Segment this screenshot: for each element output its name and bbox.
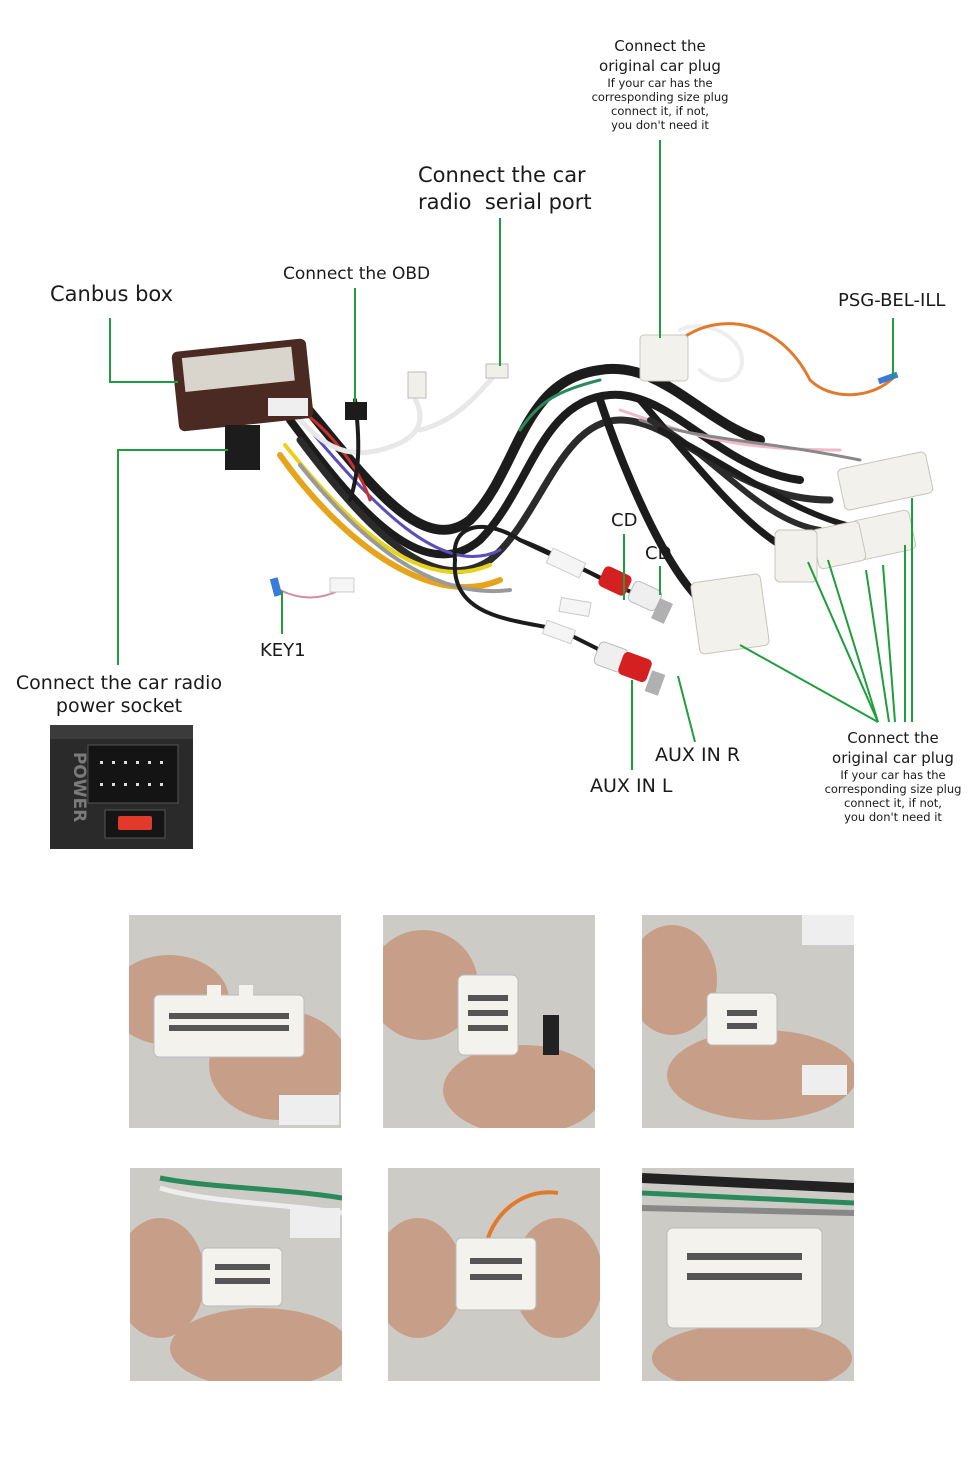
top-plug-title-line2: original car plug bbox=[599, 57, 721, 75]
canbus-box bbox=[171, 338, 314, 470]
connector-photo-3 bbox=[642, 915, 854, 1128]
power-socket-line1: Connect the car radio bbox=[15, 672, 223, 694]
wiring-harness-diagram bbox=[109, 140, 934, 770]
canbus-box-label: Canbus box bbox=[50, 282, 174, 306]
power-photo-text: POWER bbox=[69, 752, 89, 822]
right-car-plugs bbox=[690, 451, 934, 655]
aux-in-r-label: AUX IN R bbox=[655, 744, 741, 766]
connector-photo-2 bbox=[383, 915, 595, 1128]
connector-photo-6 bbox=[642, 1168, 854, 1381]
top-plug-note-line2: corresponding size plug bbox=[591, 90, 729, 104]
key1-label: KEY1 bbox=[260, 640, 306, 661]
right-plug-note-line4: you don't need it bbox=[844, 810, 942, 824]
power-socket-photo: POWER bbox=[50, 725, 193, 849]
right-plug-note-line3: connect it, if not, bbox=[844, 796, 942, 810]
top-car-plug bbox=[639, 334, 689, 382]
cd-label-1: CD bbox=[611, 510, 638, 531]
top-plug-note-line1: If your car has the bbox=[607, 76, 713, 90]
obd-connector bbox=[345, 402, 367, 420]
power-socket-line2: power socket bbox=[55, 695, 183, 717]
connect-obd-label: Connect the OBD bbox=[283, 264, 431, 284]
connector-photo-1 bbox=[129, 915, 341, 1128]
right-plug-title-line2: original car plug bbox=[832, 749, 954, 767]
rca-plugs bbox=[593, 566, 673, 696]
serial-port-connector bbox=[485, 363, 509, 379]
serial-port-label-line2: radio serial port bbox=[418, 190, 592, 214]
key1-connector bbox=[269, 577, 283, 597]
connector-photo-4 bbox=[130, 1168, 342, 1381]
leader-lines bbox=[109, 140, 913, 770]
serial-port-label-line1: Connect the car bbox=[418, 163, 586, 187]
right-plug-title-line1: Connect the bbox=[847, 729, 939, 747]
power-socket-label: Connect the car radio power socket bbox=[10, 672, 228, 718]
top-plug-label: Connect the original car plug If your ca… bbox=[585, 36, 735, 132]
right-plug-note-line2: corresponding size plug bbox=[824, 782, 962, 796]
top-plug-note-line3: connect it, if not, bbox=[611, 104, 709, 118]
connector-photo-5 bbox=[388, 1168, 600, 1381]
cd-label-2: CD bbox=[645, 543, 672, 564]
top-plug-title-line1: Connect the bbox=[614, 37, 706, 55]
wire-harness bbox=[277, 322, 895, 604]
right-plug-label: Connect the original car plug If your ca… bbox=[818, 728, 968, 824]
serial-port-label: Connect the car radio serial port bbox=[418, 162, 592, 216]
aux-in-l-label: AUX IN L bbox=[590, 775, 673, 797]
right-plug-note-line1: If your car has the bbox=[840, 768, 946, 782]
top-plug-note-line4: you don't need it bbox=[611, 118, 709, 132]
psg-bel-ill-label: PSG-BEL-ILL bbox=[838, 290, 946, 311]
cable-tags bbox=[329, 547, 592, 645]
